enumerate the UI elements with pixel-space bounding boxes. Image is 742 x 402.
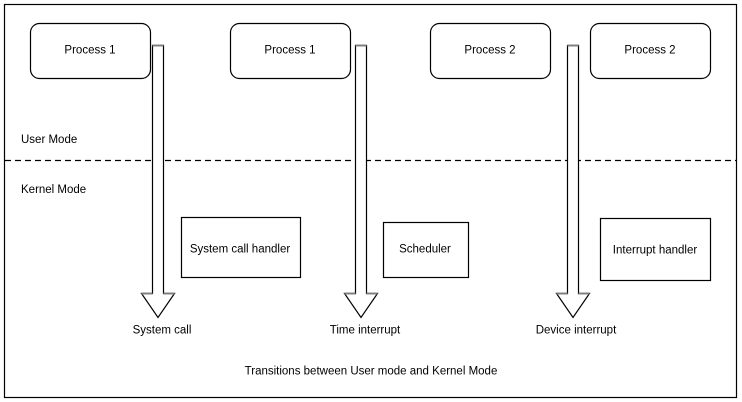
process-box-3[interactable] [429, 22, 552, 80]
arrow-device-interrupt [555, 44, 591, 319]
arrow-device-interrupt-label: Device interrupt [535, 324, 617, 337]
interrupt-handler-label: Interrupt handler [612, 244, 698, 257]
user-mode-label: User Mode [21, 134, 78, 146]
diagram-caption: Transitions between User mode and Kernel… [244, 365, 498, 378]
process-box-2-label: Process 1 [264, 44, 316, 57]
arrow-system-call [140, 44, 176, 319]
kernel-mode-label: Kernel Mode [21, 184, 87, 196]
interrupt-handler-box[interactable] [599, 217, 712, 282]
scheduler-label: Scheduler [399, 243, 451, 256]
arrow-time-interrupt-label: Time interrupt [329, 324, 401, 337]
process-box-1[interactable] [29, 22, 152, 80]
process-box-4-label: Process 2 [624, 44, 676, 57]
process-box-3-label: Process 2 [464, 44, 516, 57]
arrow-time-interrupt [343, 44, 379, 319]
process-box-1-label: Process 1 [64, 44, 116, 57]
system-call-handler-label: System call handler [189, 243, 291, 256]
system-call-handler-box[interactable] [180, 216, 302, 279]
arrow-system-call-label: System call [132, 324, 192, 337]
process-box-2[interactable] [229, 22, 352, 80]
scheduler-box[interactable] [382, 221, 470, 279]
process-box-4[interactable] [589, 22, 712, 80]
